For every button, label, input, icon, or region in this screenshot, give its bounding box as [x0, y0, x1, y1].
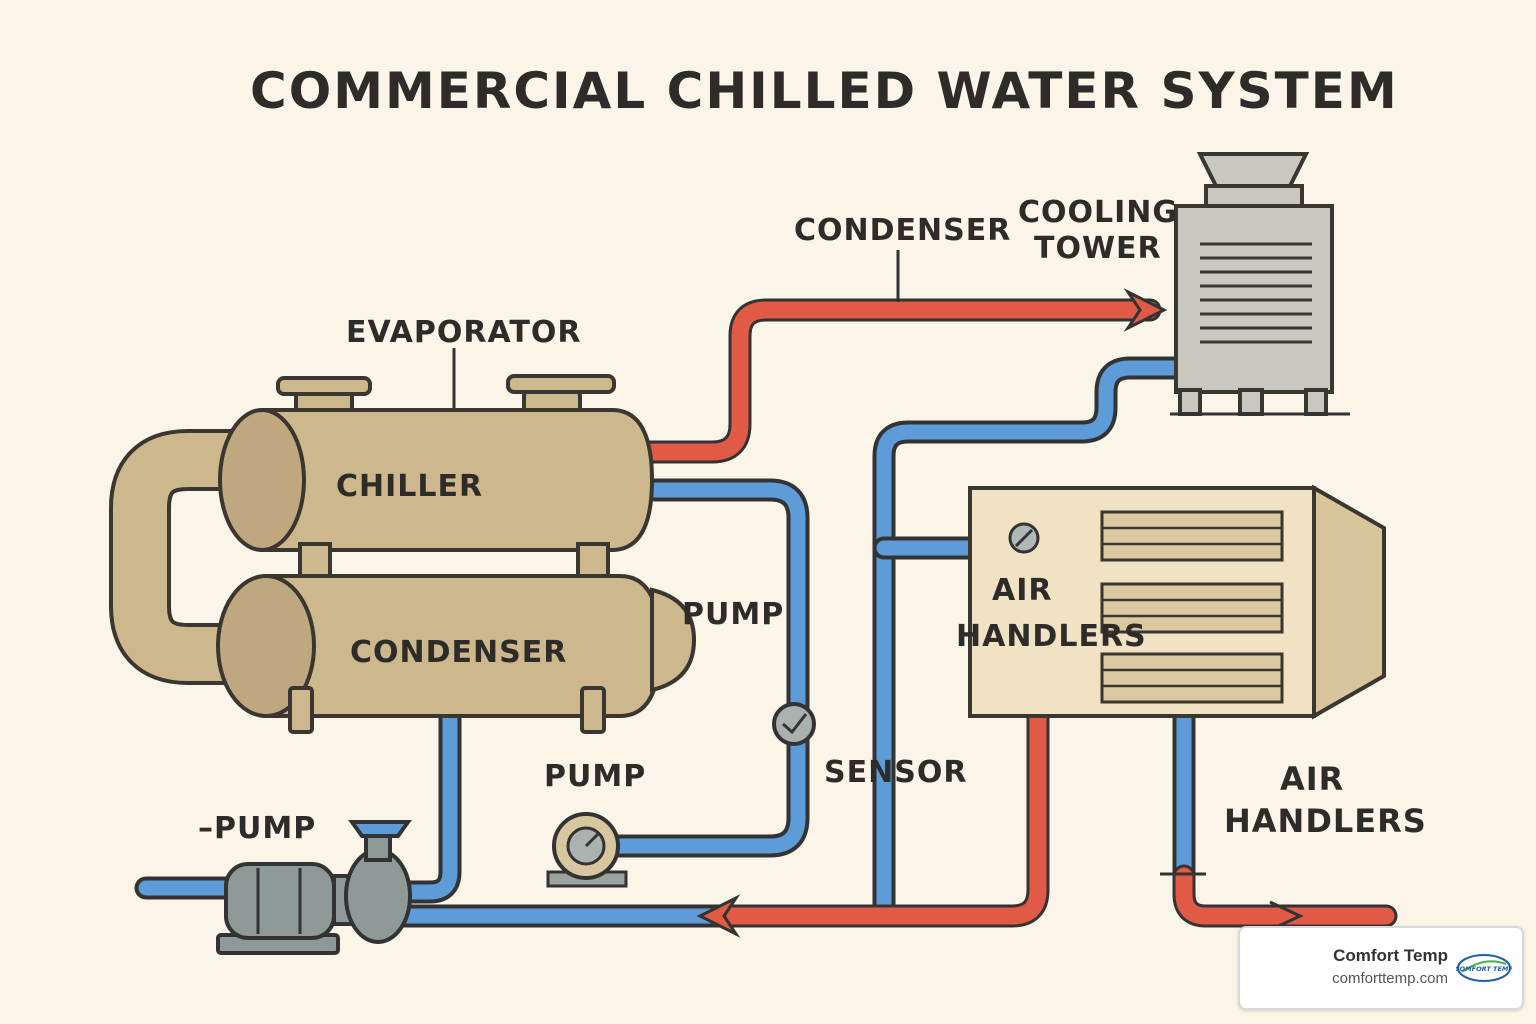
- condenser-drain-pipe: [397, 707, 458, 900]
- brand-url: comforttemp.com: [1332, 970, 1448, 987]
- cooling-tower-label-line2: TOWER: [1034, 231, 1162, 266]
- brand-card[interactable]: Comfort Temp comforttemp.com COMFORT TEM…: [1238, 926, 1524, 1010]
- air-handlers-unit-label-line2: HANDLERS: [956, 619, 1147, 654]
- pump-icon: [216, 820, 412, 955]
- air-handler-return-pipe: [711, 707, 1047, 925]
- chilled-water-loop-pipe: [602, 482, 806, 854]
- condenser-supply-pipe: [641, 301, 1159, 461]
- condenser-line-label: CONDENSER: [794, 213, 1011, 248]
- sensor-icon: [1008, 522, 1040, 554]
- pump-icon: [546, 812, 628, 888]
- arrow-icon: [696, 894, 741, 938]
- gauge-icon: [772, 702, 816, 746]
- page-title: COMMERCIAL CHILLED WATER SYSTEM: [250, 62, 1399, 120]
- air-handlers-side-label-line1: AIR: [1280, 760, 1344, 798]
- air-handlers-unit-label-line1: AIR: [992, 573, 1052, 608]
- pipes: [134, 288, 1398, 938]
- chiller-icon: [109, 348, 697, 734]
- air-handler-outlet-pipe-red: [1175, 867, 1395, 925]
- pump-middle-label: PUMP: [544, 759, 646, 794]
- tower-return-pipe: [876, 360, 1186, 913]
- arrow-icon: [1123, 288, 1168, 332]
- cooling-tower-label-line1: COOLING: [1018, 195, 1178, 230]
- condenser-unit-label: CONDENSER: [350, 635, 567, 670]
- brand-name: Comfort Temp: [1333, 946, 1448, 965]
- brand-logo-text: COMFORT TEMP: [1456, 965, 1512, 973]
- cooling-tower-icon: [1170, 152, 1350, 416]
- chiller-label: CHILLER: [336, 469, 483, 504]
- pump-right-label: PUMP: [682, 597, 784, 632]
- air-handlers-side-label-line2: HANDLERS: [1224, 802, 1427, 840]
- sensor-label: SENSOR: [824, 755, 967, 790]
- evaporator-label: EVAPORATOR: [346, 315, 581, 350]
- brand-logo-icon: COMFORT TEMP: [1456, 954, 1512, 982]
- pump-left-label: –PUMP: [198, 811, 316, 846]
- arrow-icon: [1269, 900, 1304, 932]
